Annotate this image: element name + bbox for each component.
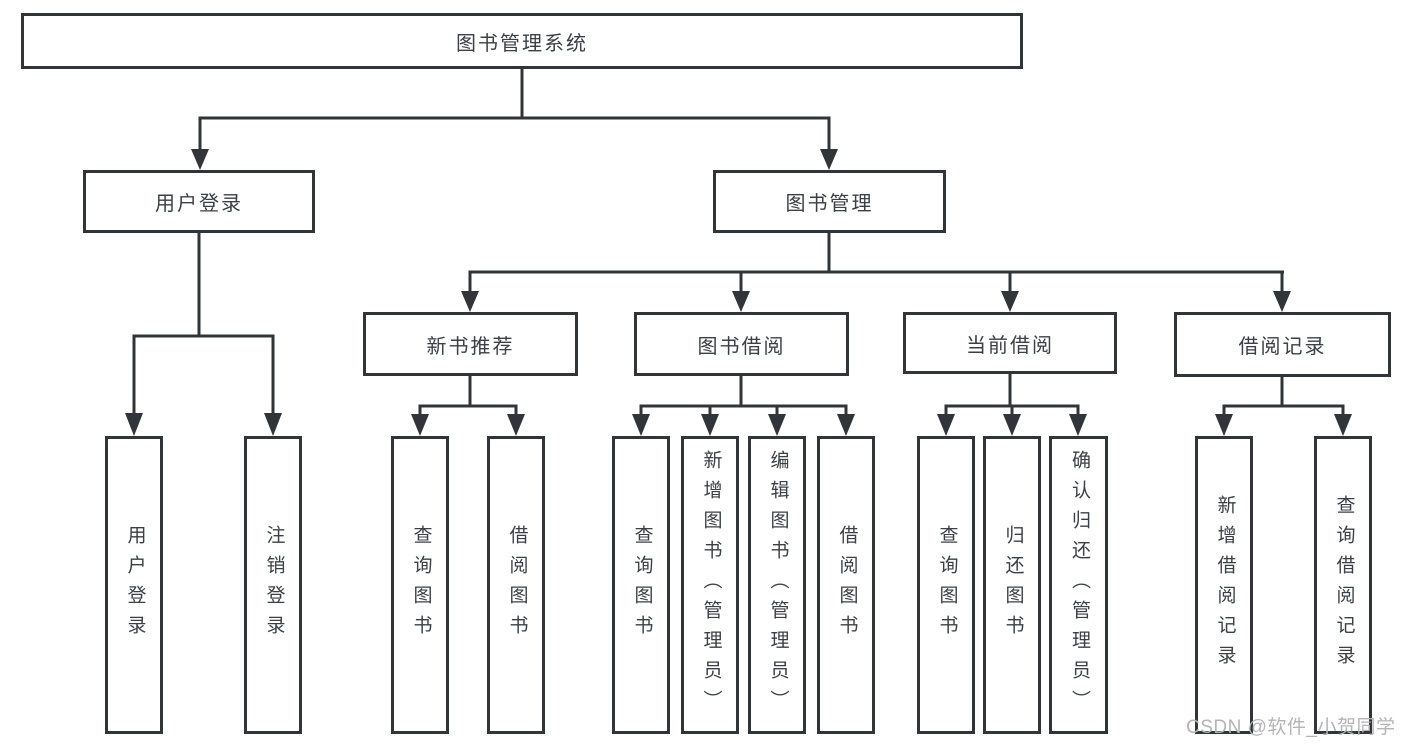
leaf-query-books-current-label: 查询图书 [936, 525, 958, 645]
leaf-confirm-return-admin-label: 确认归还（管理员） [1068, 450, 1090, 720]
connector-current-borrow-children [937, 374, 1087, 436]
node-current-borrow: 当前借阅 [903, 312, 1117, 374]
arrow-down-icon [125, 413, 143, 436]
leaf-borrow-books-label: 借阅图书 [836, 525, 858, 645]
node-book-borrow: 图书借阅 [634, 312, 849, 376]
node-root-label: 图书管理系统 [456, 32, 588, 55]
arrow-down-icon [820, 149, 838, 170]
leaf-borrow-books: 借阅图书 [817, 436, 875, 734]
node-borrow-records-label: 借阅记录 [1238, 336, 1327, 358]
arrow-down-icon [1273, 291, 1291, 312]
leaf-query-books-recommend-label: 查询图书 [410, 525, 432, 645]
leaf-return-book-label: 归还图书 [1002, 525, 1024, 645]
connector-user-login-children [125, 233, 282, 436]
leaf-user-login-label: 用户登录 [124, 525, 146, 645]
node-current-borrow-label: 当前借阅 [966, 334, 1054, 357]
connector-book-borrow-children [632, 376, 855, 436]
leaf-query-books-borrow-label: 查询图书 [631, 525, 653, 645]
node-root: 图书管理系统 [21, 13, 1023, 69]
leaf-logout-login: 注销登录 [244, 436, 302, 734]
leaf-confirm-return-admin: 确认归还（管理员） [1049, 436, 1108, 734]
node-book-borrow-label: 图书借阅 [697, 335, 786, 358]
leaf-add-borrow-record-label: 新增借阅记录 [1214, 495, 1236, 675]
leaf-query-borrow-record: 查询借阅记录 [1314, 436, 1372, 734]
arrow-down-icon [701, 414, 719, 436]
arrow-down-icon [264, 413, 282, 436]
arrow-down-icon [768, 414, 786, 436]
node-new-book-recommend-label: 新书推荐 [426, 335, 515, 358]
connector-book-management-children [461, 233, 1291, 312]
leaf-return-book: 归还图书 [983, 436, 1041, 734]
leaf-query-borrow-record-label: 查询借阅记录 [1333, 495, 1355, 675]
node-book-management-label: 图书管理 [785, 193, 874, 215]
watermark-text: CSDN @软件_小贺同学 [1186, 717, 1396, 738]
node-new-book-recommend: 新书推荐 [363, 312, 578, 376]
arrow-down-icon [632, 414, 650, 436]
leaf-logout-login-label: 注销登录 [263, 525, 285, 645]
arrow-down-icon [1215, 414, 1233, 436]
leaf-query-books-current: 查询图书 [917, 436, 975, 734]
connector-root-to-level2 [191, 68, 838, 170]
leaf-add-book-admin-label: 新增图书（管理员） [700, 450, 722, 720]
leaf-query-books-borrow: 查询图书 [612, 436, 670, 734]
arrow-down-icon [507, 414, 525, 436]
leaf-edit-book-admin-label: 编辑图书（管理员） [767, 450, 789, 720]
node-user-login-label: 用户登录 [155, 193, 243, 215]
connector-borrow-records-children [1215, 377, 1352, 436]
arrow-down-icon [937, 414, 955, 436]
arrow-down-icon [1001, 291, 1019, 312]
connector-new-book-recommend-children [411, 376, 525, 436]
leaf-add-book-admin: 新增图书（管理员） [681, 436, 739, 734]
node-book-management: 图书管理 [713, 170, 946, 233]
arrow-down-icon [1334, 414, 1352, 436]
arrow-down-icon [191, 149, 209, 170]
arrow-down-icon [837, 414, 855, 436]
leaf-borrow-books-recommend-label: 借阅图书 [506, 525, 528, 645]
node-borrow-records: 借阅记录 [1174, 312, 1391, 377]
arrow-down-icon [461, 291, 479, 312]
arrow-down-icon [732, 291, 750, 312]
leaf-user-login: 用户登录 [105, 436, 163, 734]
leaf-add-borrow-record: 新增借阅记录 [1195, 436, 1253, 734]
arrow-down-icon [1003, 414, 1021, 436]
leaf-edit-book-admin: 编辑图书（管理员） [748, 436, 806, 734]
node-user-login: 用户登录 [83, 170, 315, 233]
leaf-borrow-books-recommend: 借阅图书 [487, 436, 545, 734]
leaf-query-books-recommend: 查询图书 [391, 436, 449, 734]
arrow-down-icon [1069, 414, 1087, 436]
arrow-down-icon [411, 414, 429, 436]
